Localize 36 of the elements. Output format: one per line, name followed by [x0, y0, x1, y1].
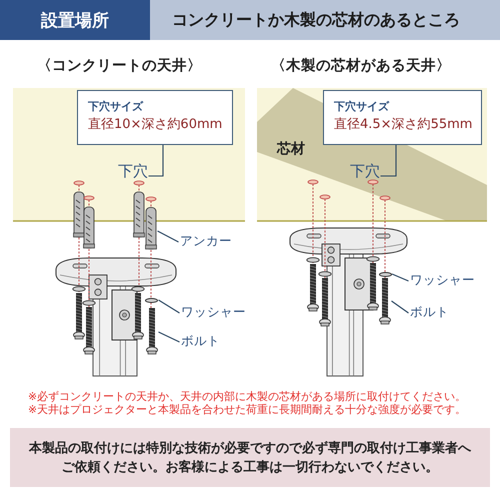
hole-size-text: 直径10×深さ約60mm	[88, 116, 224, 134]
bolt	[379, 278, 391, 326]
callout-heading: 下穴サイズ	[334, 99, 390, 115]
hole-label: 下穴	[350, 162, 380, 180]
leader-line	[148, 145, 164, 177]
panel-heading: 〈木製の芯材がある天井〉	[271, 58, 451, 76]
part-label: ワッシャー	[181, 304, 246, 320]
bolt	[146, 308, 158, 356]
leader-line	[158, 332, 180, 342]
hole-label: 下穴	[118, 162, 148, 180]
washer	[378, 272, 392, 276]
warning-note: ※天井はプロジェクターと本製品を合わせた荷重に長期間耐える十分な強度が必要です。	[28, 404, 466, 417]
leader-line	[158, 300, 180, 314]
part-label: ボルト	[410, 304, 449, 320]
panel-heading: 〈コンクリートの天井〉	[37, 58, 202, 76]
washer	[145, 298, 158, 302]
header-tab	[0, 0, 150, 40]
header-label: 設置場所	[41, 10, 109, 32]
header-bar	[150, 0, 500, 40]
notice-panel	[10, 428, 490, 487]
warning-note: ※必ずコンクリートの天井か、天井の内部に木製の芯材がある場所に取付けてください。	[28, 391, 466, 404]
hole-size-text: 直径4.5×深さ約55mm	[334, 116, 474, 134]
leader-line	[157, 230, 179, 242]
leader-line	[391, 300, 409, 314]
callout-box	[77, 90, 233, 145]
core-material-label: 芯材	[277, 141, 305, 158]
header-title: コンクリートか木製の芯材のあるところ	[172, 10, 460, 30]
part-label: ワッシャー	[410, 272, 475, 288]
part-label: アンカー	[180, 233, 232, 249]
notice-text: 本製品の取付けには特別な技術が必要ですので必ず専門の取付け工事業者へご依頼ください。お客様による工事は一切行わないでください。	[28, 440, 472, 476]
wall-anchor	[145, 207, 157, 250]
leader-line	[392, 274, 409, 282]
leader-line	[380, 145, 397, 177]
callout-heading: 下穴サイズ	[88, 99, 144, 115]
part-label: ボルト	[181, 333, 220, 349]
callout-box	[323, 90, 482, 145]
